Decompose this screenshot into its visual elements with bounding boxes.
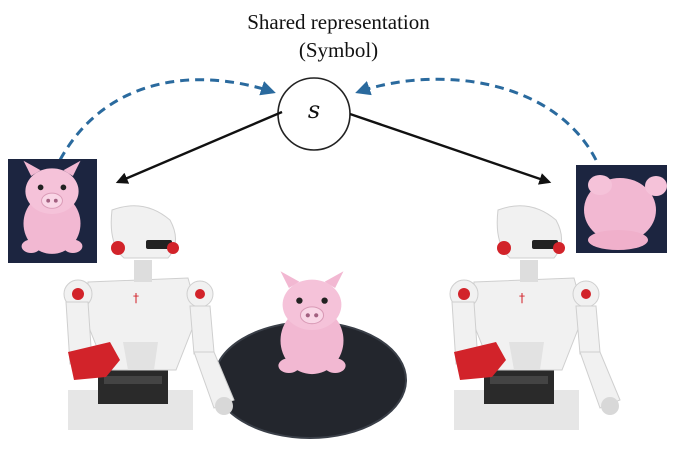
left-pig-photo bbox=[8, 159, 97, 263]
diagram-title-line2: (Symbol) bbox=[298, 38, 379, 62]
right-pig-photo bbox=[576, 165, 667, 253]
left-solid-arrow bbox=[115, 110, 283, 184]
symbol-label: s bbox=[307, 96, 321, 124]
diagram-title-line1: Shared representation bbox=[247, 10, 430, 34]
right-solid-arrow bbox=[349, 112, 552, 185]
turntable-with-pig bbox=[213, 270, 407, 439]
left-dashed-arrow bbox=[58, 78, 276, 161]
right-dashed-arrow bbox=[355, 77, 598, 161]
